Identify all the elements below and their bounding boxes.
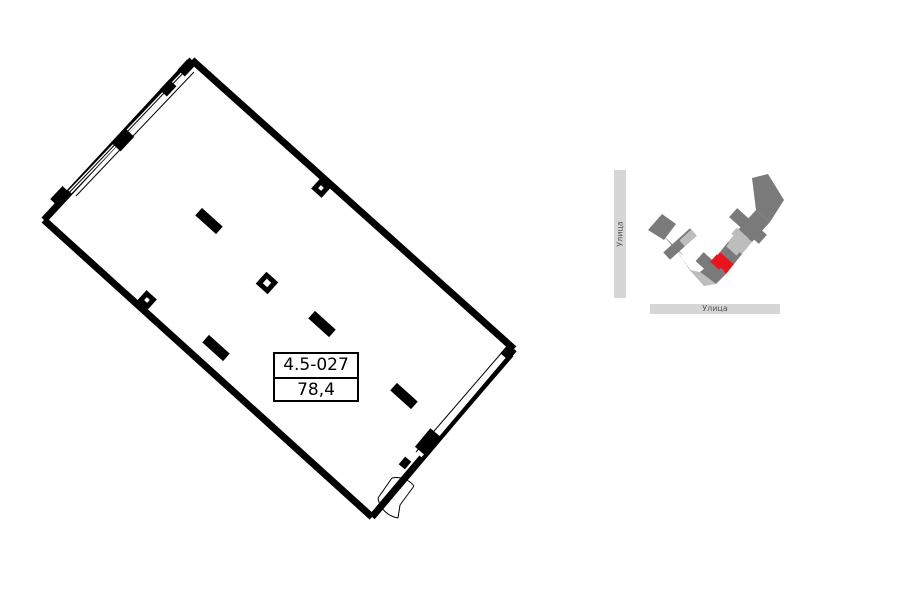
windows-left <box>50 59 195 206</box>
unit-number: 4.5-027 <box>283 355 349 375</box>
column <box>308 310 336 338</box>
entrance-door <box>377 456 415 519</box>
street-vertical-label: Улица <box>615 221 625 247</box>
building-block <box>728 230 752 254</box>
window-pier <box>111 128 135 152</box>
street-vertical: Улица <box>614 170 626 298</box>
unit-label: 4.5-027 78,4 <box>273 352 359 402</box>
window-pier <box>414 428 442 456</box>
building-block <box>648 214 676 240</box>
window-pier <box>500 344 516 360</box>
structural-columns <box>137 178 418 410</box>
windows-right <box>414 344 516 459</box>
building-block <box>690 270 716 286</box>
street-horizontal: Улица <box>650 304 780 314</box>
unit-area: 78,4 <box>275 377 357 402</box>
window-pier <box>177 59 195 77</box>
site-plan <box>648 174 784 286</box>
column <box>195 207 223 235</box>
column <box>390 382 418 410</box>
wall-right <box>369 346 517 520</box>
column <box>202 334 230 362</box>
window-pier <box>50 186 70 206</box>
unit-walls <box>41 57 517 520</box>
building-block <box>720 242 742 264</box>
window-pier <box>159 79 177 97</box>
wall-bottom <box>41 217 375 520</box>
building-block <box>752 174 784 222</box>
wall-top <box>189 57 517 352</box>
street-horizontal-label: Улица <box>702 304 728 313</box>
